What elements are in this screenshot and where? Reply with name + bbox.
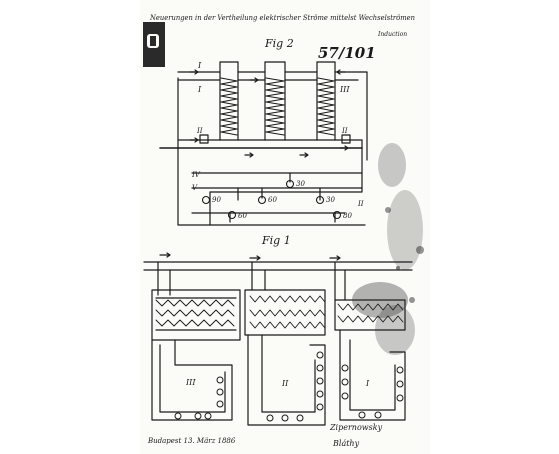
coil-3 (317, 77, 335, 136)
signature-2: Bláthy (332, 439, 360, 448)
lamp-circle (396, 380, 404, 388)
label-switch-left: II (196, 127, 203, 135)
lamp-value: 60 (238, 212, 247, 220)
lamp-circle (285, 179, 295, 189)
lamp-circle (216, 376, 224, 384)
lamp-circle (216, 400, 224, 408)
lamp-circle (174, 412, 182, 420)
signature-1: Zipernowsky (329, 423, 383, 432)
ink-stain (352, 143, 424, 355)
lamp-circle (227, 210, 237, 220)
transformer-column-3 (316, 61, 336, 141)
transformer-column-1 (219, 61, 239, 141)
label-transformer-3: III (339, 85, 350, 94)
fig2-labels: I I III II II IV V 30 60 90 60 30 80 II (191, 61, 364, 220)
switch-right (341, 134, 351, 144)
label-line-iv: IV (191, 171, 201, 179)
transformer-group-2 (244, 289, 326, 426)
figure-1-label: Fig 1 (261, 234, 291, 247)
label-group-2: II (281, 379, 289, 388)
coil-1 (220, 77, 238, 136)
switch-left (199, 134, 209, 144)
fig2-lamps (201, 179, 342, 220)
fig2-diagram (159, 61, 368, 226)
lamp-circle (266, 414, 274, 422)
lamp-value: 90 (212, 196, 221, 204)
lamp-circle (316, 364, 324, 372)
label-group-1: I (365, 379, 370, 388)
fig1-labels: III II I (185, 378, 370, 388)
lamp-value: 30 (326, 196, 335, 204)
lamp-value: 60 (268, 196, 277, 204)
lamp-circle (316, 403, 324, 411)
lamp-circle (358, 411, 366, 419)
flow-arrow (189, 69, 199, 75)
lamp-circle (281, 414, 289, 422)
lamp-circle (341, 392, 349, 400)
lamp-circle (257, 195, 267, 205)
lamp-circle (316, 390, 324, 398)
label-transformer-1b: I (197, 85, 202, 94)
transformer-group-3 (151, 289, 241, 421)
label-side: II (357, 200, 364, 208)
lamp-circle (316, 351, 324, 359)
lamp-circle (315, 195, 325, 205)
seal-stamp (143, 22, 165, 67)
fig1-lamps (174, 351, 404, 422)
document-number: 57/101 (318, 44, 376, 62)
lamp-circle (396, 366, 404, 374)
footer-date: Budapest 13. März 1886 (147, 437, 236, 445)
lamp-value: 30 (296, 180, 305, 188)
transformer-group-1 (334, 299, 406, 421)
lamp-circle (204, 412, 212, 420)
heading-tail-text: Induction (377, 31, 407, 38)
lamp-circle (316, 377, 324, 385)
label-transformer-1: I (197, 61, 202, 70)
label-group-3: III (185, 378, 196, 387)
label-line-v: V (192, 184, 198, 192)
label-switch-right: II (341, 127, 348, 135)
lamp-circle (216, 388, 224, 396)
lamp-circle (201, 195, 211, 205)
lamp-circle (296, 414, 304, 422)
fig2-outer-loop (177, 77, 366, 226)
fig1-diagram (143, 252, 413, 426)
coil-2 (265, 77, 285, 136)
fig2-right-loop (359, 71, 368, 161)
lamp-circle (332, 210, 342, 220)
lamp-circle (194, 412, 202, 420)
lamp-circle (341, 378, 349, 386)
lamp-value: 80 (343, 212, 352, 220)
lamp-circle (374, 411, 382, 419)
lamp-circle (341, 364, 349, 372)
transformer-column-2 (264, 61, 286, 141)
heading-text: Neuerungen in der Vertheilung elektrisch… (149, 13, 415, 22)
lamp-circle (396, 394, 404, 402)
figure-2-label: Fig 2 (264, 37, 294, 50)
